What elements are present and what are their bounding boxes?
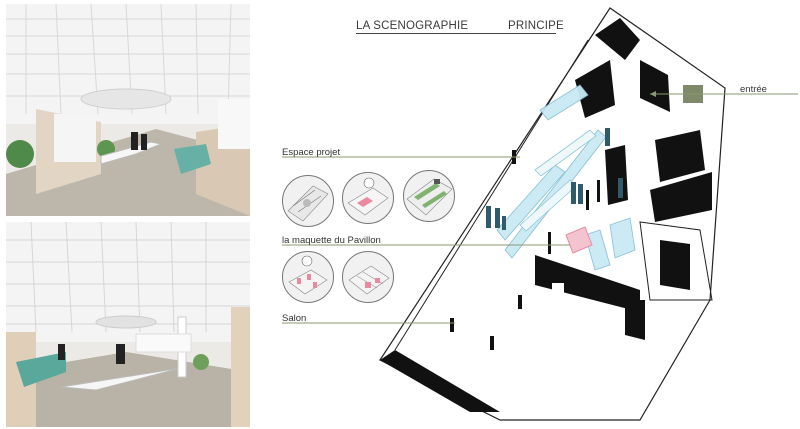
interior-render-top [6,4,250,216]
vignette-projet-3 [403,170,455,222]
title-scenographie: LA SCENOGRAPHIE [356,20,469,32]
wall-top-room [595,18,640,60]
vignette-projet-2 [342,172,394,224]
label-salon: Salon [282,313,307,324]
wall-bottom [380,350,500,412]
render-bottom-drawing [6,222,250,427]
people-figures [486,128,623,230]
title-principe: PRINCIPE [508,20,564,32]
title-underline [356,33,556,34]
interior-render-bottom [6,222,250,427]
render-top-drawing [6,4,250,216]
label-espace-projet: Espace projet [282,147,341,158]
vignette-projet-1 [282,175,334,227]
model-table [565,226,593,254]
wall-salon [535,255,640,312]
vignette-maquette-1 [282,251,334,303]
vignette-maquette-2 [342,251,394,303]
label-entree: entrée [740,84,767,95]
label-maquette-pavillon: la maquette du Pavillon [282,235,381,246]
leader-lines [282,93,798,324]
